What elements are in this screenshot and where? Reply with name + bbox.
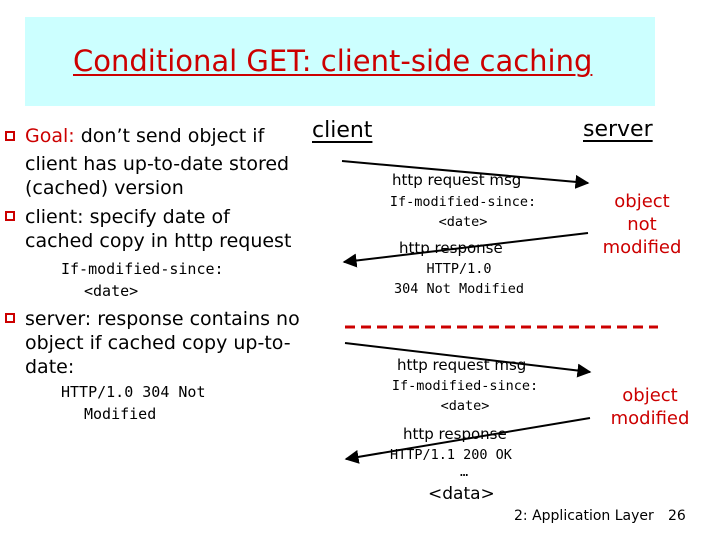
bullet-server-line2: object if cached copy up-to- <box>25 332 291 354</box>
response-status-line: HTTP/1.0 <box>426 261 492 277</box>
bullet-server-code2: Modified <box>84 405 157 423</box>
bullet-server-code1: HTTP/1.0 304 Not <box>61 383 206 401</box>
request-arrow-2 <box>344 342 592 378</box>
request-header-value: <date> <box>438 214 488 230</box>
request-header-1: If-modified-since: <date> <box>375 192 551 232</box>
request-label-2: http request msg <box>397 356 527 374</box>
bullet-client-code2: <date> <box>84 282 139 300</box>
note-line: object <box>614 191 670 212</box>
request-label-1: http request msg <box>392 171 522 189</box>
note-line: modified <box>610 408 690 429</box>
bullet-client-line1: client: specify date of <box>25 206 230 228</box>
bullet-server-line3: date: <box>25 356 75 378</box>
bullet-marker <box>5 211 15 221</box>
goal-label: Goal: <box>25 125 75 147</box>
note-line: not <box>627 214 657 235</box>
bullet-goal-line3: (cached) version <box>25 177 184 199</box>
response-ellipsis: … <box>460 464 469 480</box>
client-label: client <box>312 118 373 143</box>
bullet-marker <box>5 313 15 323</box>
request-header-line: If-modified-since: <box>391 378 539 394</box>
bullet-client-code1: If-modified-since: <box>61 260 224 278</box>
note-not-modified: object not modified <box>594 190 690 259</box>
response-status-line: HTTP/1.1 200 OK <box>390 447 512 463</box>
footer-page-number: 26 <box>668 508 686 524</box>
server-label: server <box>583 117 653 142</box>
response-arrow-1 <box>342 232 589 268</box>
response-data: <data> <box>428 484 495 504</box>
bullet-server-line1: server: response contains no <box>25 308 300 330</box>
response-label-2: http response <box>403 425 507 443</box>
bullet-goal-line1: Goal: don’t send object if <box>25 124 264 148</box>
goal-text: don’t send object if <box>74 125 265 147</box>
response-label-1: http response <box>399 239 503 257</box>
request-header-2: If-modified-since: <date> <box>377 376 553 416</box>
bullet-client-line2: cached copy in http request <box>25 230 292 252</box>
note-line: object <box>622 385 678 406</box>
title-banner <box>25 17 655 106</box>
note-line: modified <box>602 237 682 258</box>
bullet-marker <box>5 131 15 141</box>
request-arrow-1 <box>341 160 590 189</box>
bullet-goal-line2: client has up-to-date stored <box>25 153 290 175</box>
response-status-value: 304 Not Modified <box>393 281 525 297</box>
request-header-line: If-modified-since: <box>389 194 537 210</box>
request-header-value: <date> <box>440 398 490 414</box>
footer-chapter: 2: Application Layer <box>514 508 654 524</box>
response-arrow-2 <box>344 417 591 464</box>
note-modified: object modified <box>602 384 698 430</box>
response-status-1: HTTP/1.0 304 Not Modified <box>376 259 542 299</box>
response-status-2: HTTP/1.1 200 OK … <box>390 445 536 479</box>
slide-title: Conditional GET: client-side caching <box>73 44 593 78</box>
